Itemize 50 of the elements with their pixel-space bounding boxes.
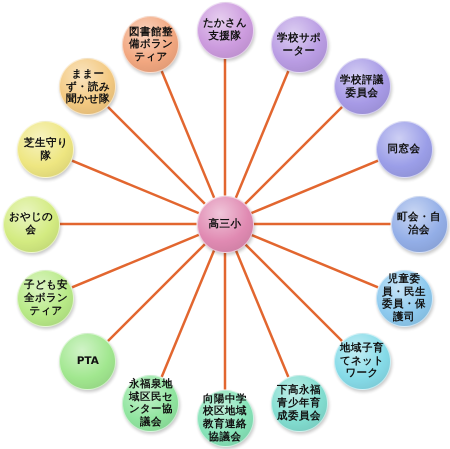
connector-line: [60, 222, 196, 226]
connector-line: [160, 70, 216, 198]
circle-node: [17, 121, 74, 178]
circle-node: [334, 58, 391, 116]
node-label: 子ども安全ボランティア: [23, 279, 68, 318]
circle-node: [376, 270, 433, 327]
connector-line: [224, 252, 226, 390]
node-label: おやじの会: [8, 211, 54, 237]
circle-node: [270, 374, 328, 432]
connector-line: [107, 243, 206, 342]
circle-node: [122, 16, 180, 74]
hub-circle: [196, 196, 254, 252]
connector-line: [224, 58, 226, 196]
node-label: 町会・自治会: [396, 211, 442, 237]
connector-line: [244, 106, 343, 205]
node-label: 学校サポーター: [276, 32, 322, 58]
node-label: 学校評議委員会: [340, 74, 384, 100]
circle-node: [59, 58, 116, 116]
circle-node: [376, 121, 433, 178]
circle-node: [2, 196, 60, 252]
circle-node: [334, 332, 391, 390]
connector-line: [254, 222, 390, 226]
node-label: たかさん支援隊: [202, 17, 248, 43]
circle-node: [59, 332, 116, 390]
node-label: 児童委員・民生委員・保護司: [382, 273, 427, 324]
connector-line: [234, 250, 290, 378]
node-label: 芝生守り隊: [23, 137, 68, 162]
connector-line: [244, 243, 343, 342]
connector-line: [160, 250, 216, 378]
circle-node: [17, 270, 74, 327]
circle-node: [196, 390, 254, 446]
connector-line: [107, 106, 206, 205]
connector-line: [72, 160, 200, 214]
connector-line: [250, 234, 378, 288]
node-label: 向陽中学校区地域教育連絡協議会: [202, 392, 248, 444]
node-label: 高三小: [208, 218, 242, 230]
node-label: 地域子育てネットワーク: [340, 342, 384, 380]
connector-line: [234, 70, 290, 198]
connector-line: [250, 160, 378, 214]
circle-node: [270, 16, 328, 74]
node-label: PTA: [76, 354, 99, 368]
connector-line: [72, 234, 200, 288]
node-label: 永福泉地域区民センター協議会: [128, 378, 174, 428]
node-label: 図書館整備ボランティア: [128, 26, 174, 64]
circle-node: [390, 196, 448, 252]
circle-node: [122, 374, 180, 432]
node-label: ままーず・読み聞かせ隊: [66, 68, 110, 106]
node-label: 下高永福青少年育成委員会: [276, 384, 322, 422]
circle-node: [196, 2, 254, 58]
node-label: 同窓会: [388, 143, 421, 156]
